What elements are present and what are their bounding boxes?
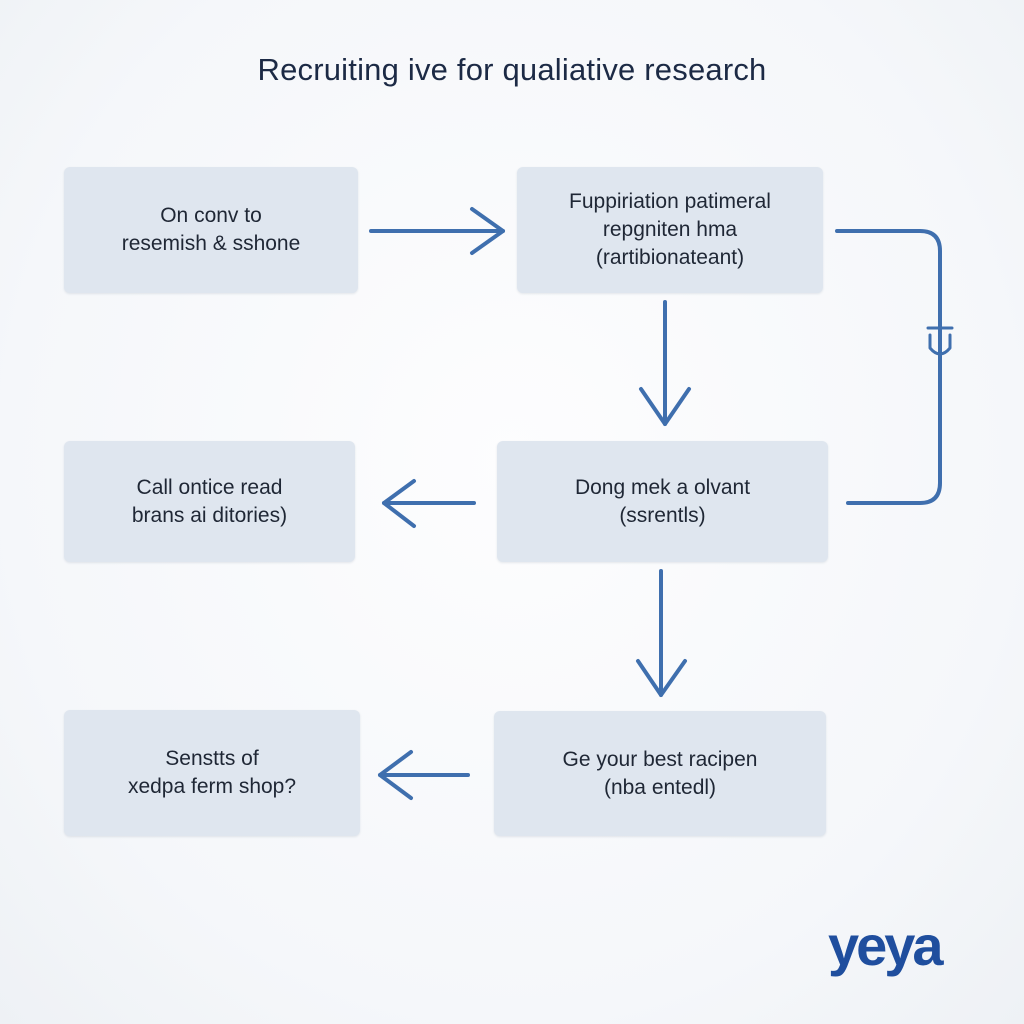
step-box-6-line-1: Ge your best racipen [562, 747, 758, 771]
step-box-3-line-2: brans ai ditories) [131, 503, 288, 527]
step-box-4: Dong mek a olvant (ssrentls) [497, 441, 828, 562]
step-box-4-line-2: (ssrentls) [619, 503, 706, 527]
step-box-6: Ge your best racipen (nba entedl) [494, 711, 826, 836]
step-box-3-line-1: Call ontice read [136, 475, 283, 499]
arrow-left-4-to-3 [382, 479, 476, 528]
step-box-2-line-2: repgniten hma [602, 218, 738, 241]
step-box-2: Fuppiriation patimeral repgniten hma (ra… [517, 167, 823, 293]
arrow-right-1-to-2 [369, 207, 505, 255]
step-box-5-line-1: Senstts of [165, 747, 259, 770]
step-box-6-line-2: (nba entedl) [603, 775, 717, 799]
step-box-1: On conv to resemish & sshone [64, 167, 358, 293]
step-box-5-line-2: xedpa ferm shop? [127, 775, 297, 798]
loop-connector-4-to-2 [835, 229, 954, 505]
step-box-2-line-1: Fuppiriation patimeral [569, 190, 771, 213]
step-box-2-line-3: (rartibionateant) [595, 246, 745, 269]
arrow-down-2-to-4 [639, 300, 691, 426]
arrow-left-6-to-5 [378, 750, 470, 800]
step-box-1-line-1: On conv to [160, 204, 262, 227]
yeya-logo: yeya [828, 914, 944, 977]
step-box-4-line-1: Dong mek a olvant [574, 475, 751, 499]
step-box-5: Senstts of xedpa ferm shop? [64, 710, 360, 836]
step-box-3: Call ontice read brans ai ditories) [64, 441, 355, 562]
arrow-down-4-to-6 [636, 569, 687, 697]
step-box-1-line-2: resemish & sshone [121, 232, 301, 255]
diagram-title: Recruiting ive for qualiative research [257, 52, 767, 87]
